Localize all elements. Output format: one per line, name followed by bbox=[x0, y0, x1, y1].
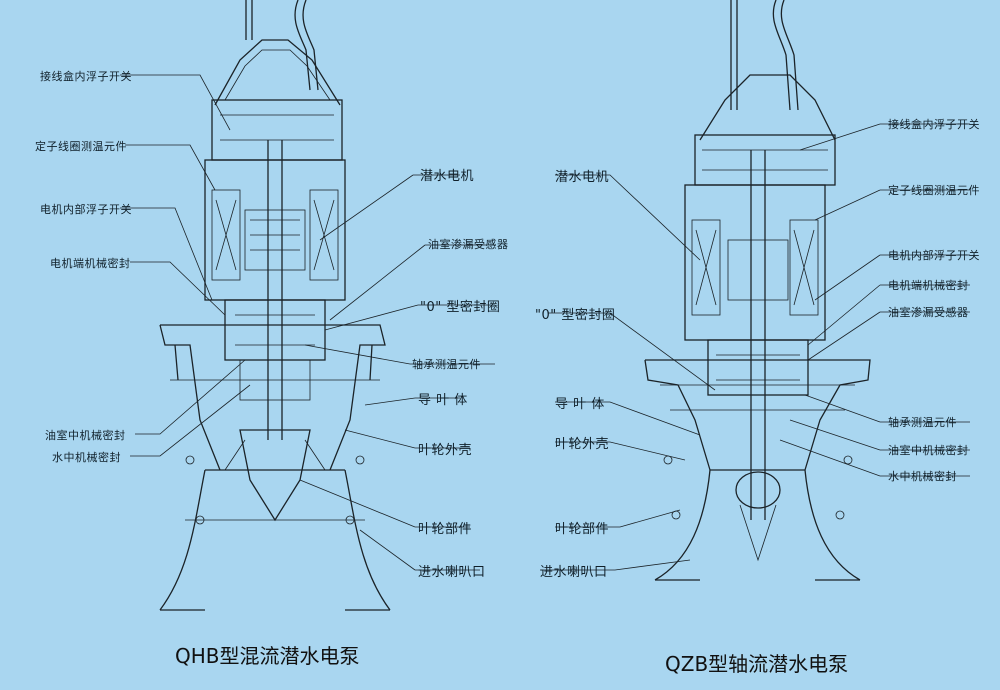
left-label-impeller-casing: 叶轮外壳 bbox=[418, 443, 473, 458]
left-label-junction-float-switch: 接线盒内浮子开关 bbox=[40, 70, 132, 83]
right-label-motor-end-seal: 电机端机械密封 bbox=[888, 279, 969, 292]
left-label-impeller-assembly: 叶轮部件 bbox=[418, 522, 473, 537]
right-pump-caption: QZB型轴流潜水电泵 bbox=[665, 652, 849, 676]
right-label-oil-chamber-seal: 油室中机械密封 bbox=[888, 444, 969, 457]
left-pump-drawing bbox=[159, 0, 391, 611]
left-label-guide-vane: 导 叶 体 bbox=[418, 393, 468, 408]
left-label-bearing-temp-sensor: 轴承测温元件 bbox=[412, 358, 481, 371]
right-label-intake-bell: 进水喇叭口 bbox=[540, 565, 608, 580]
right-label-impeller-assembly: 叶轮部件 bbox=[555, 522, 610, 537]
right-label-leak-sensor: 油室渗漏受感器 bbox=[888, 306, 969, 319]
right-pump-leaders bbox=[540, 123, 970, 571]
right-label-submersible-motor: 潜水电机 bbox=[555, 170, 610, 185]
right-label-motor-float-switch: 电机内部浮子开关 bbox=[888, 249, 980, 262]
right-label-impeller-casing: 叶轮外壳 bbox=[555, 437, 610, 452]
right-label-guide-vane: 导 叶 体 bbox=[555, 397, 605, 412]
left-pump-caption: QHB型混流潜水电泵 bbox=[175, 644, 360, 668]
left-label-intake-bell: 进水喇叭口 bbox=[418, 565, 486, 580]
left-label-leak-sensor: 油室渗漏受感器 bbox=[428, 238, 509, 251]
right-label-bearing-temp-sensor: 轴承测温元件 bbox=[888, 416, 957, 429]
left-label-o-ring: "0" 型密封圈 bbox=[420, 300, 501, 315]
left-label-stator-temp-sensor: 定子线圈测温元件 bbox=[35, 140, 127, 153]
right-label-water-seal: 水中机械密封 bbox=[888, 470, 957, 483]
right-label-junction-float-switch: 接线盒内浮子开关 bbox=[888, 118, 980, 131]
right-pump-drawing bbox=[644, 0, 871, 581]
right-label-stator-temp-sensor: 定子线圈测温元件 bbox=[888, 184, 980, 197]
right-label-o-ring: "0" 型密封圈 bbox=[535, 308, 616, 323]
left-label-motor-float-switch: 电机内部浮子开关 bbox=[40, 203, 132, 216]
left-label-motor-end-seal: 电机端机械密封 bbox=[50, 257, 131, 270]
left-label-water-seal: 水中机械密封 bbox=[52, 451, 121, 464]
left-label-submersible-motor: 潜水电机 bbox=[420, 169, 475, 184]
left-label-oil-chamber-seal: 油室中机械密封 bbox=[45, 429, 126, 442]
left-pump-leaders bbox=[120, 74, 495, 571]
